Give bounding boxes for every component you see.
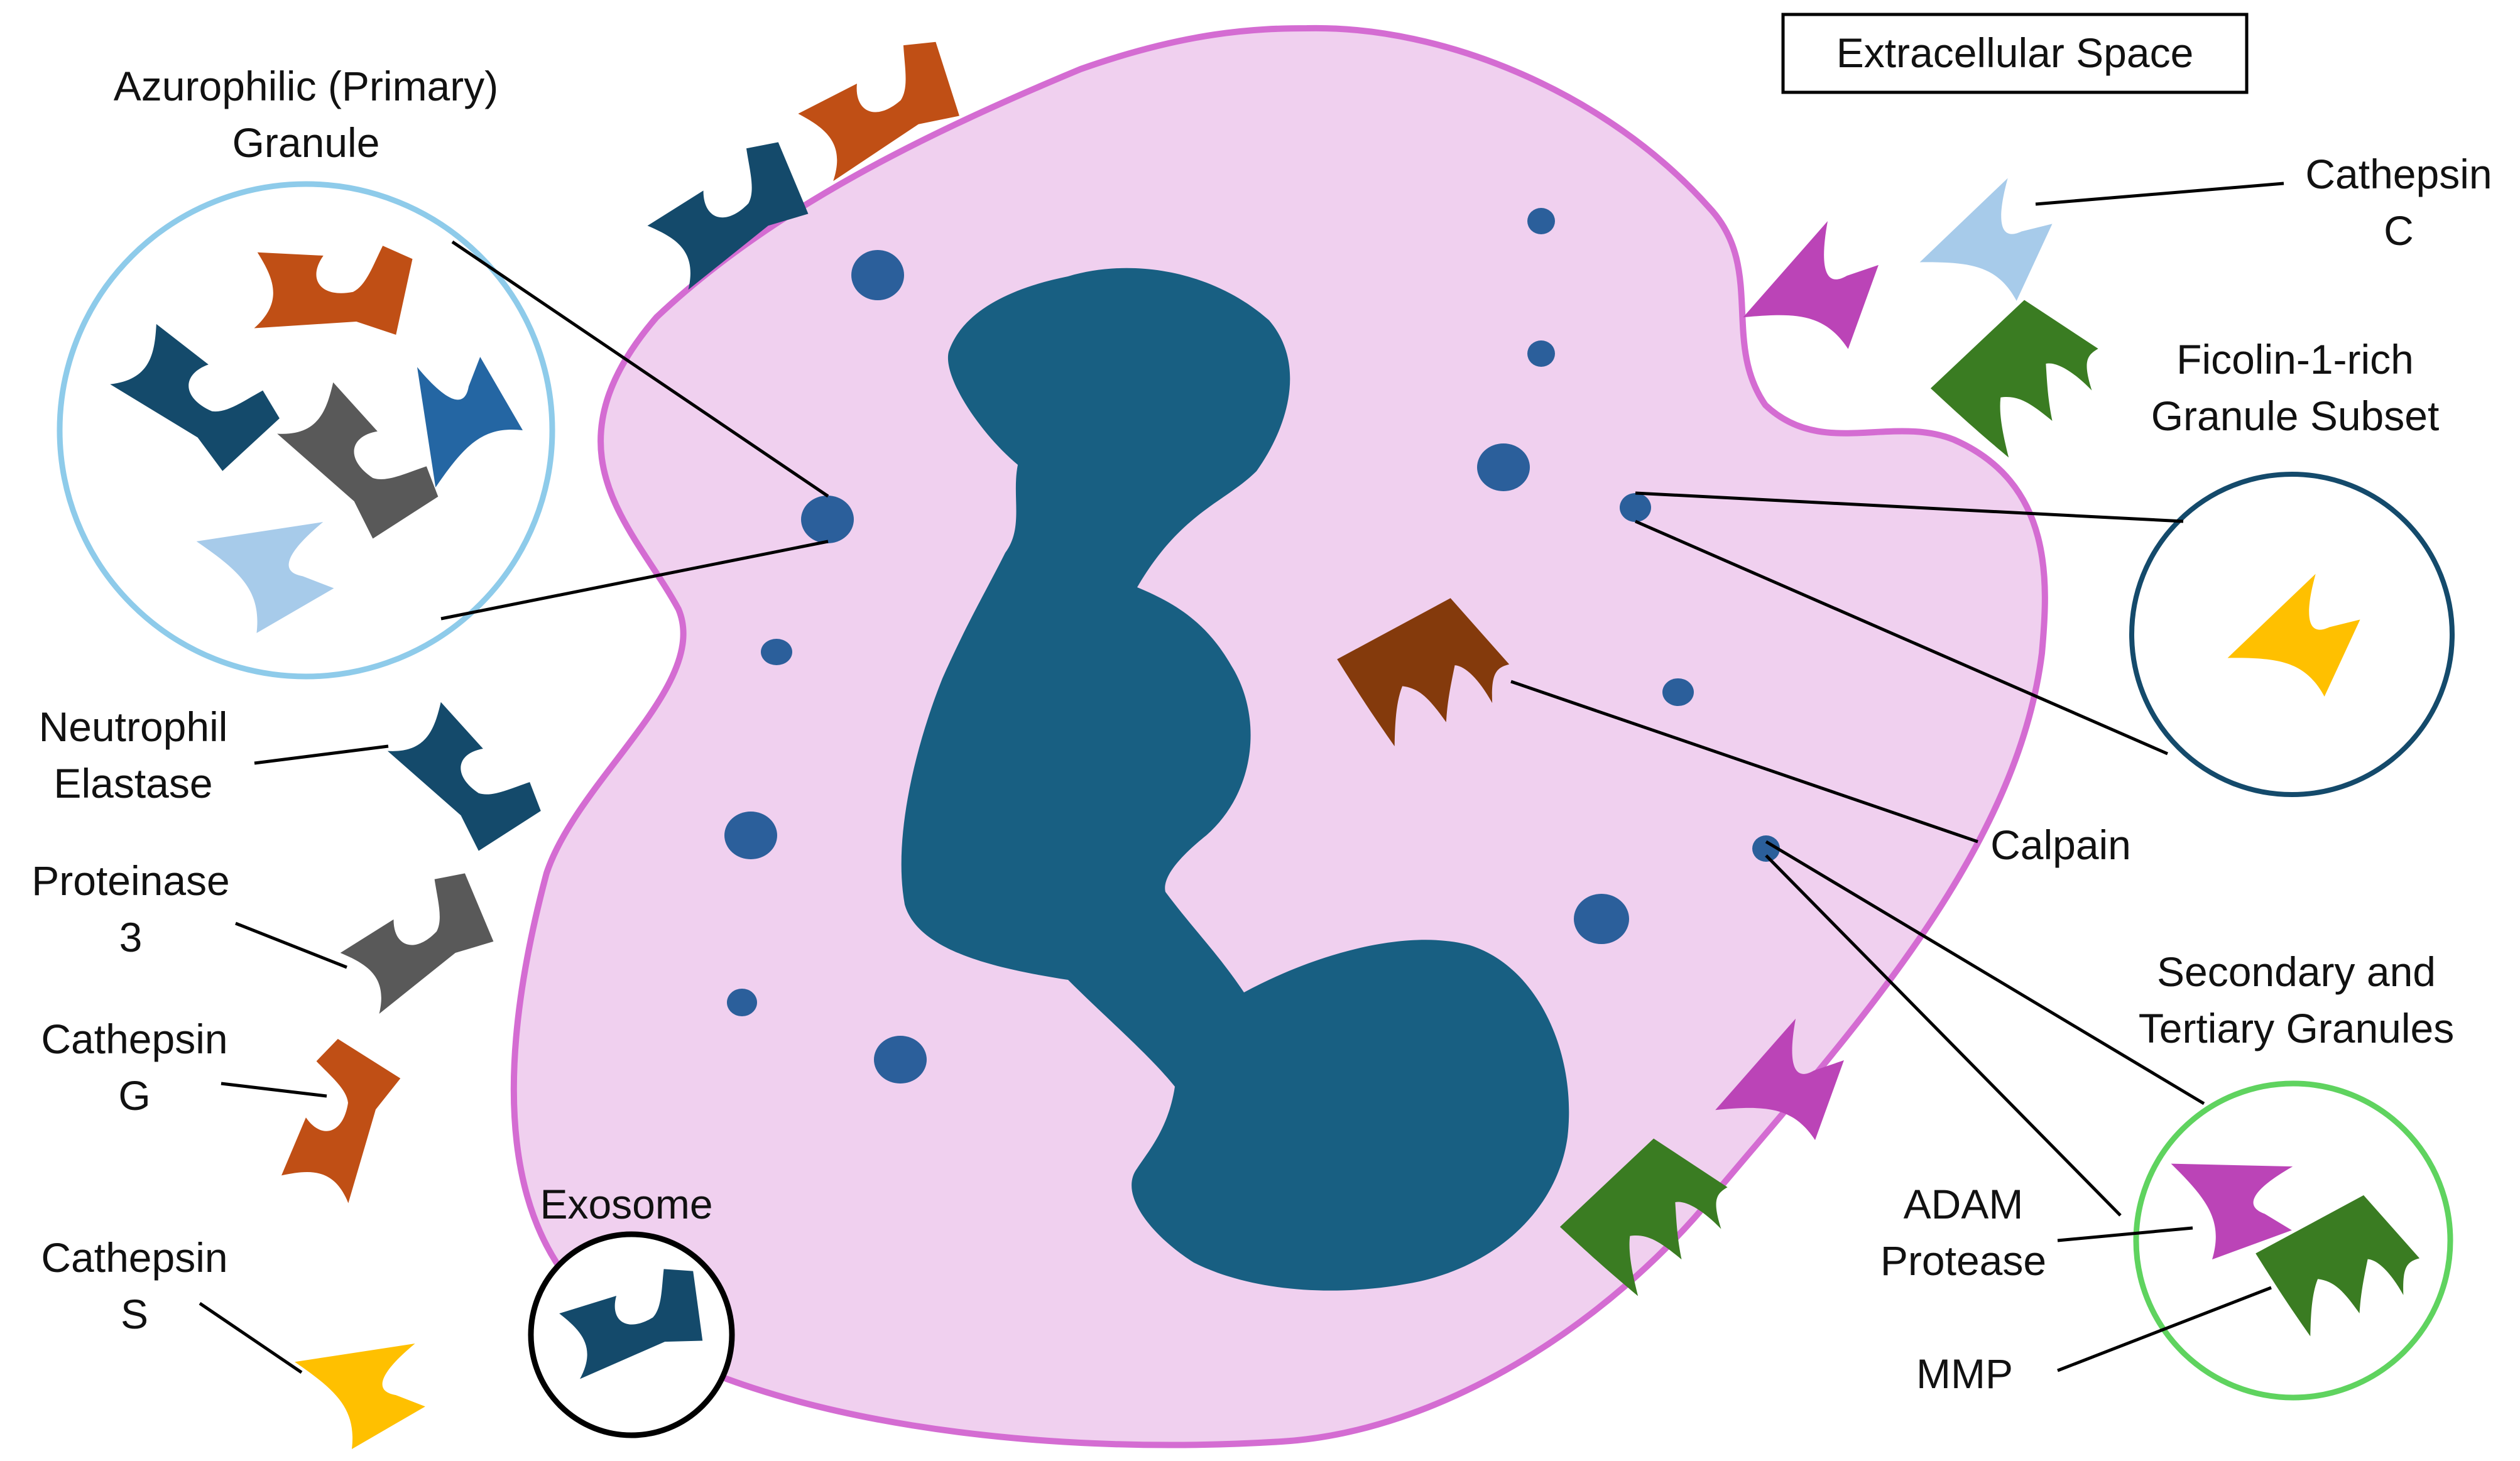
- label-proteinase-line2: 3: [119, 914, 143, 960]
- granule-dot: [1527, 208, 1555, 234]
- leader-ficolin-bottom: [1634, 519, 2169, 756]
- label-cathepsin-s-line2: S: [121, 1291, 148, 1337]
- extracellular-label-box: [1781, 13, 2249, 94]
- secreted-adam-protease: [1743, 209, 1899, 371]
- label-ficolin-line2: Granule Subset: [2151, 393, 2440, 439]
- label-calpain: Calpain: [1990, 822, 2131, 868]
- leader-lines: [199, 182, 2284, 1374]
- label-secondary-line1: Secondary and: [2157, 948, 2436, 995]
- granule-dot: [874, 1036, 927, 1084]
- granule-dots: [724, 208, 1780, 1084]
- label-elastase-line1: Neutrophil: [39, 703, 228, 750]
- label-cathepsin-g-line2: G: [118, 1072, 150, 1119]
- label-azurophilic-line1: Azurophilic (Primary): [114, 63, 498, 109]
- label-cathepsin-c-line2: C: [2384, 207, 2414, 254]
- label-cathepsin-c-line1: Cathepsin: [2305, 151, 2492, 197]
- extracellular-label: Extracellular Space: [1836, 30, 2194, 76]
- nucleus: [901, 268, 1569, 1291]
- granule-dot: [801, 496, 854, 543]
- granule-dot: [1574, 894, 1629, 944]
- text-labels: Azurophilic (Primary) Granule Neutrophil…: [31, 63, 2492, 1397]
- granule-dot: [1752, 835, 1780, 862]
- leader-proteinase-3: [235, 921, 347, 969]
- granule-dot: [851, 250, 904, 300]
- label-elastase-line2: Elastase: [53, 760, 212, 807]
- leader-cathepsin-c: [2035, 182, 2284, 206]
- leader-secondary-top: [1765, 840, 2205, 1105]
- granule-dot: [761, 639, 792, 665]
- label-secondary-line2: Tertiary Granules: [2139, 1005, 2455, 1051]
- leader-ficolin-top: [1635, 491, 2184, 523]
- granule-dot: [1527, 340, 1555, 367]
- label-exosome: Exosome: [540, 1181, 712, 1227]
- leader-secondary-bottom: [1765, 854, 2122, 1217]
- label-adam-line1: ADAM: [1904, 1181, 2024, 1227]
- granule-dot: [727, 989, 757, 1016]
- cathepsin-g-icon: [274, 1035, 406, 1205]
- leader-azurophilic-top: [451, 240, 829, 498]
- cell-membrane: [510, 24, 2048, 1448]
- proteinase-3-icon: [334, 862, 506, 1019]
- leader-calpain: [1510, 680, 1978, 844]
- label-adam-line2: Protease: [1880, 1237, 2046, 1284]
- leader-azurophilic-bottom: [440, 540, 829, 621]
- leader-adam: [2057, 1226, 2193, 1242]
- granule-dot: [724, 812, 777, 859]
- leader-cathepsin-s: [199, 1301, 303, 1374]
- neutrophil-elastase-icon: [383, 695, 550, 862]
- cathepsin-c-icon: [1919, 164, 2071, 321]
- leader-mmp: [2057, 1286, 2272, 1372]
- granule-dot: [1662, 678, 1694, 706]
- label-ficolin-line1: Ficolin-1-rich: [2176, 336, 2414, 383]
- leader-cathepsin-g: [221, 1082, 327, 1098]
- label-azurophilic-line2: Granule: [232, 119, 380, 166]
- label-proteinase-line1: Proteinase: [31, 857, 230, 904]
- label-mmp: MMP: [1916, 1350, 2013, 1397]
- cathepsin-s-icon: [295, 1321, 442, 1458]
- leader-neutrophil-elastase: [254, 744, 389, 765]
- label-cathepsin-s-line1: Cathepsin: [41, 1234, 227, 1281]
- label-cathepsin-g-line1: Cathepsin: [41, 1016, 227, 1062]
- granule-dot: [1477, 443, 1530, 491]
- granule-dot: [1620, 493, 1651, 522]
